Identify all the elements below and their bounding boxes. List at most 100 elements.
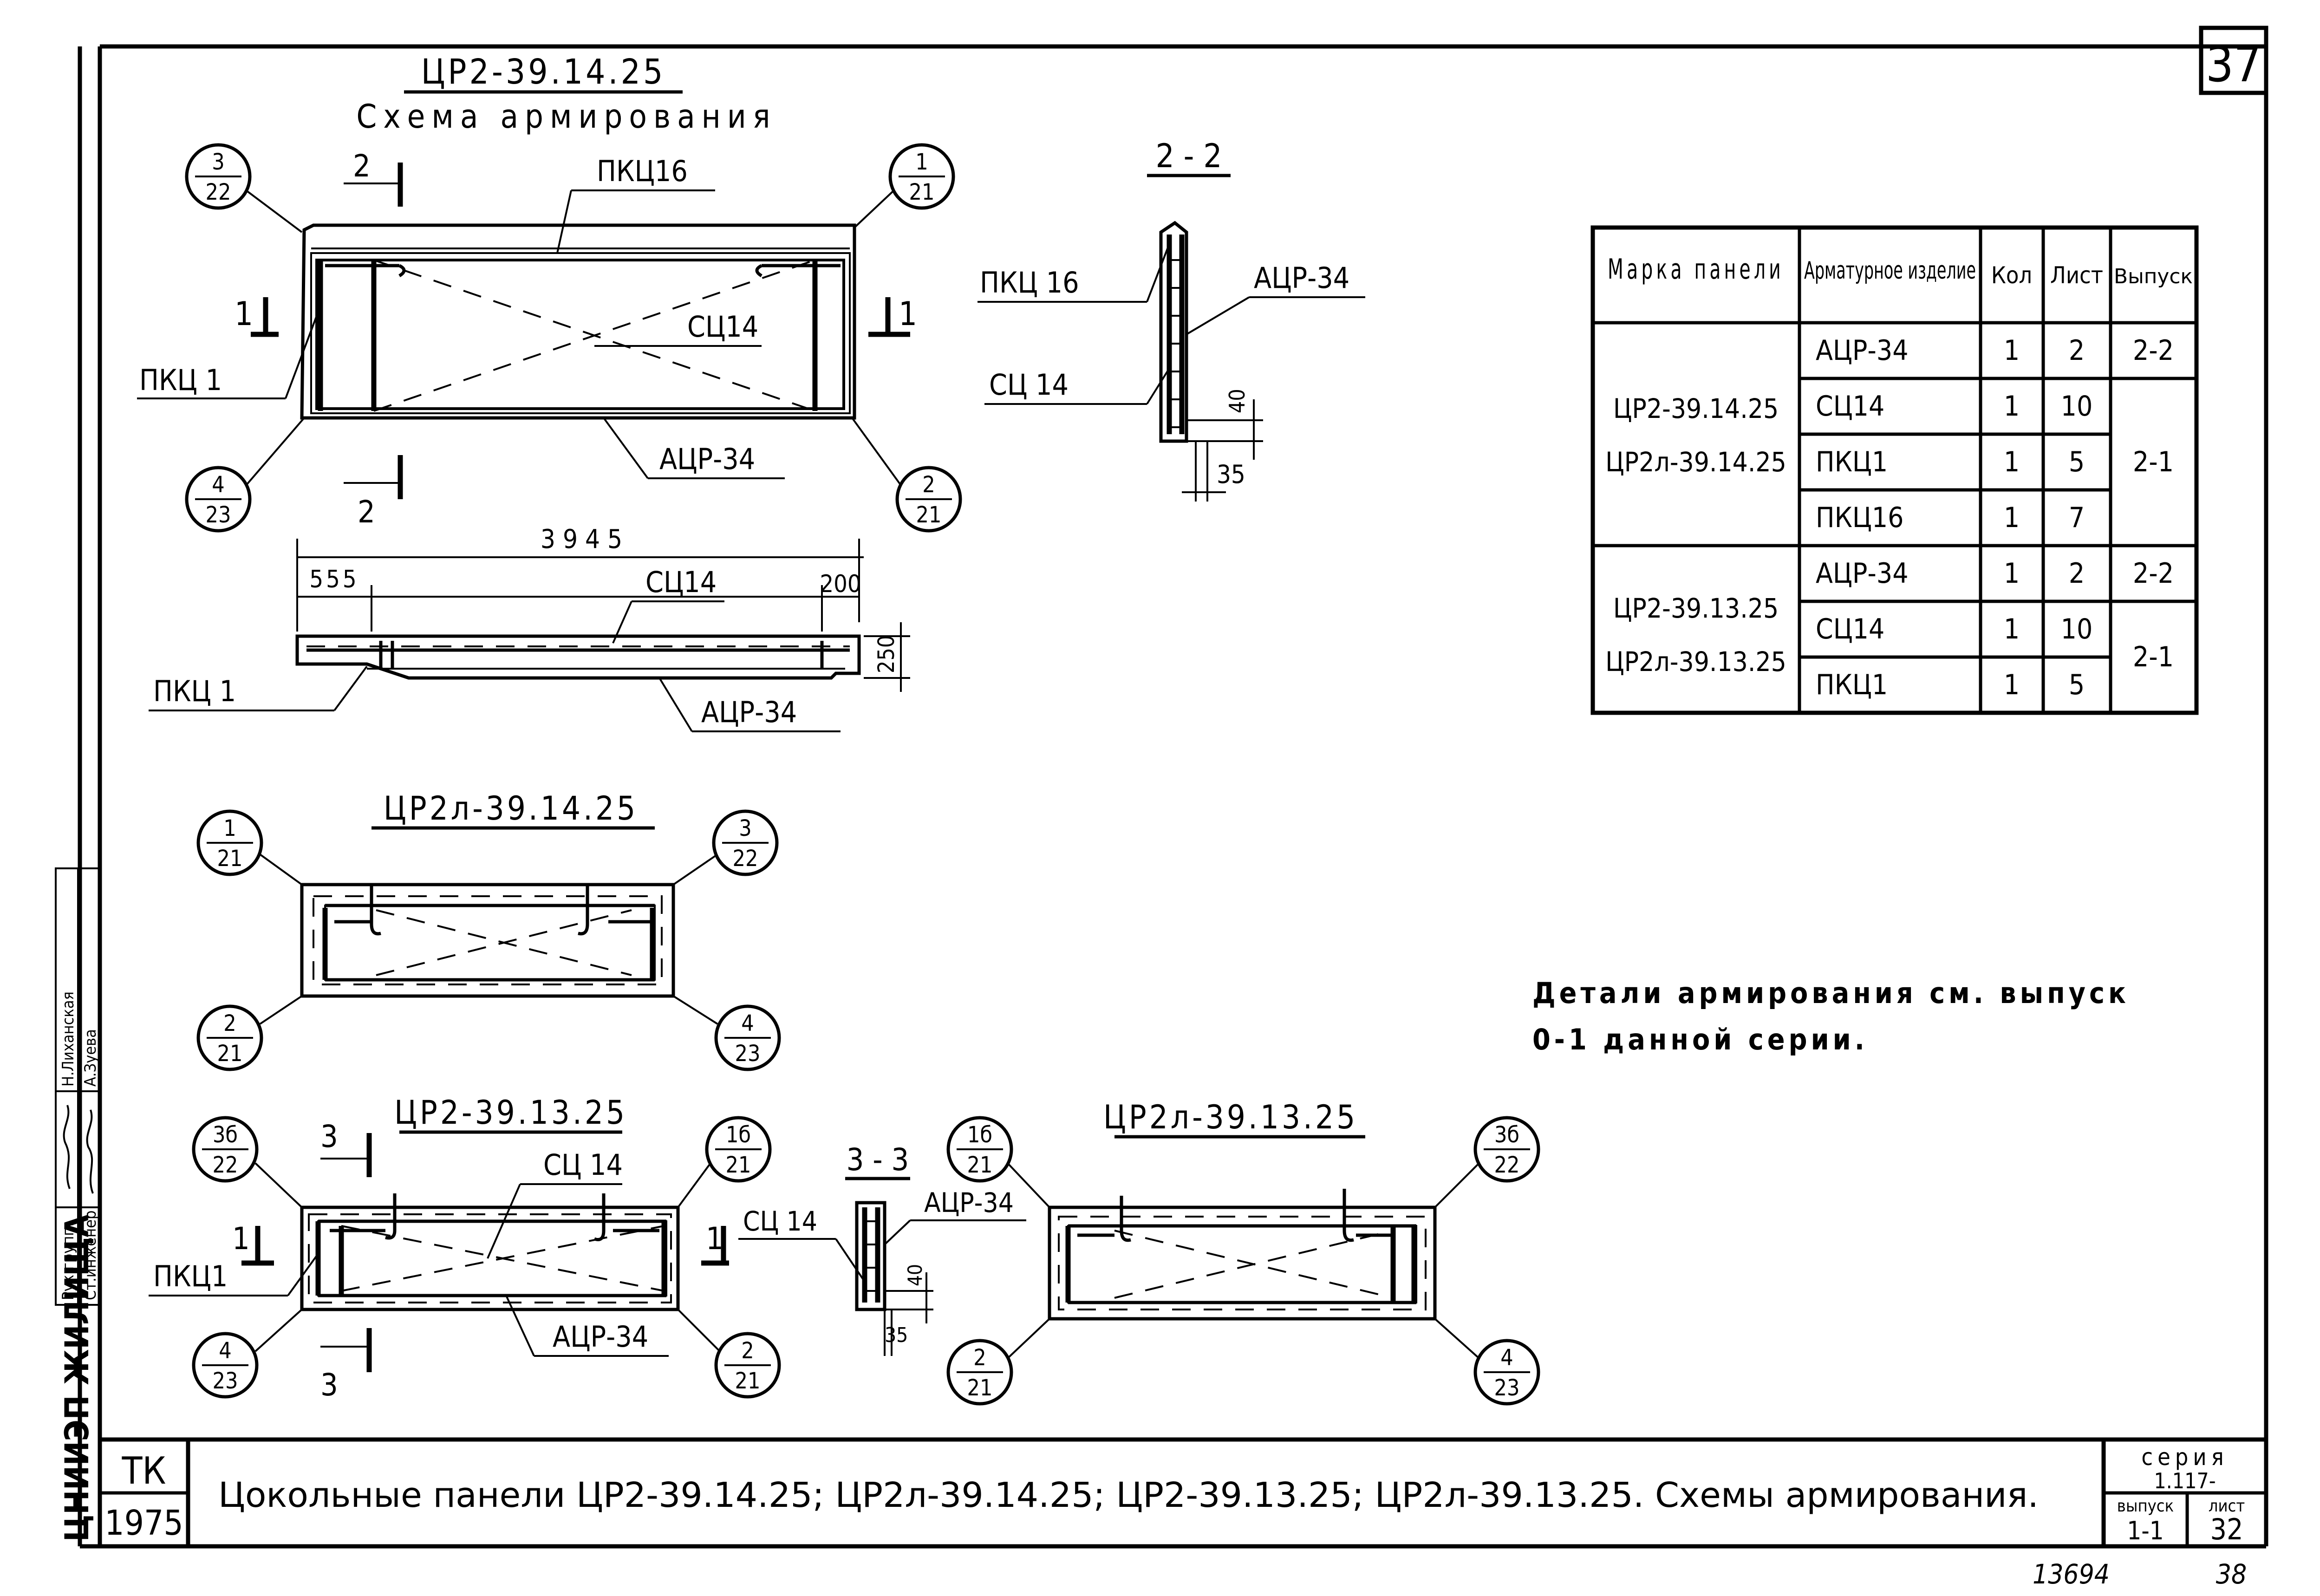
- specification-table: Марка панели Арматурное изделие Кол Лист…: [1590, 225, 2199, 715]
- view-4-title: ЦР2л-39.13.25: [1103, 1098, 1358, 1136]
- table-g1-r1-qty: 1: [2004, 334, 2020, 367]
- svg-text:21: 21: [967, 1375, 993, 1401]
- title-block-series-value: 1.117-: [2154, 1468, 2216, 1493]
- footer-number: 38: [2216, 1558, 2247, 1590]
- signature-1: [63, 1105, 71, 1189]
- view-4-callout-1b-21: 1б 21: [946, 1116, 1050, 1208]
- dim-left: 555: [309, 566, 359, 593]
- svg-text:2: 2: [922, 472, 935, 498]
- title-block: ТК 1975 Цокольные панели ЦР2-39.14.25; Ц…: [100, 1437, 2266, 1546]
- view-3-callout-1b-21: 1б 21: [677, 1116, 772, 1208]
- dim-right: 200: [820, 570, 861, 598]
- sheet-frame: 37: [78, 26, 2268, 1549]
- view-4-callout-4-23: 4 23: [1434, 1318, 1540, 1406]
- view-cr2l-39-13-25: ЦР2л-39.13.25 1б 21 3б 22: [946, 1098, 1540, 1406]
- view-3-callout-2-21: 2 21: [677, 1309, 781, 1399]
- title-block-sheet-value: 32: [2210, 1512, 2243, 1546]
- section-1-right: 1: [899, 295, 917, 333]
- elevation-acr34: АЦР-34: [701, 695, 797, 729]
- elevation-sc14: СЦ14: [645, 565, 717, 599]
- table-g2-r1-issue: 2-2: [2133, 557, 2174, 590]
- view-cr2l-39-14-25: ЦР2л-39.14.25 1 21 3 22: [196, 789, 781, 1071]
- section-2-2-dim-40: 40: [1225, 389, 1250, 413]
- main-label-pkc16: ПКЦ16: [597, 154, 688, 188]
- elevation-view: 3945 555 200 СЦ14 250 ПКЦ 1 АЦР-34: [149, 524, 910, 732]
- dim-height: 250: [873, 635, 899, 673]
- section-2-2-title: 2 - 2: [1156, 137, 1222, 175]
- main-label-sc14: СЦ14: [687, 310, 758, 344]
- view-3-callout-4-23: 4 23: [192, 1309, 303, 1399]
- side-stamp: Рук.групп. Ст.инженер Н.Лиханская А.Зуев…: [55, 867, 101, 1542]
- note-line-2: 0-1 данной серии.: [1532, 1023, 1868, 1056]
- view-3-acr34: АЦР-34: [553, 1320, 648, 1354]
- svg-text:3: 3: [739, 815, 751, 841]
- svg-text:2: 2: [973, 1345, 986, 1371]
- view-3-callout-3b-22: 3б 22: [192, 1116, 303, 1208]
- title-block-sheet-label: лист: [2209, 1497, 2245, 1516]
- section-2-bottom: 2: [358, 494, 375, 530]
- section-2-top: 2: [353, 148, 371, 184]
- table-g1-r2-item: СЦ14: [1816, 390, 1884, 423]
- view-3-title: ЦР2-39.13.25: [394, 1094, 627, 1132]
- section-2-2-pkc16: ПКЦ 16: [980, 266, 1079, 300]
- table-g1-r3-item: ПКЦ1: [1816, 446, 1888, 478]
- svg-text:1: 1: [223, 815, 236, 841]
- table-g1-issue-2-1: 2-1: [2133, 446, 2174, 478]
- svg-text:23: 23: [213, 1368, 238, 1394]
- stamp-name-1: Н.Лиханская: [59, 991, 78, 1087]
- section-3-3-acr34: АЦР-34: [924, 1187, 1014, 1218]
- svg-text:3б: 3б: [213, 1122, 238, 1148]
- title-block-year: 1975: [104, 1503, 183, 1543]
- title-block-series-label: серия: [2141, 1444, 2228, 1471]
- stamp-role-2: Ст.инженер: [81, 1211, 100, 1300]
- main-view: ЦР2-39.14.25 Схема армирования 1 1 2 2 П…: [137, 52, 962, 533]
- view-2-callout-1-21: 1 21: [196, 809, 303, 886]
- section-1-left: 1: [235, 295, 253, 333]
- main-label-pkc1: ПКЦ 1: [139, 363, 222, 397]
- view-3-section-1-left: 1: [232, 1221, 250, 1257]
- section-2-2-view: 2 - 2 ПКЦ 16 АЦР-34 СЦ 14 40 35: [978, 137, 1365, 502]
- svg-text:1б: 1б: [967, 1122, 992, 1148]
- view-2-title: ЦР2л-39.14.25: [384, 789, 638, 827]
- svg-text:22: 22: [206, 179, 231, 205]
- view-cr2-39-13-25: ЦР2-39.13.25 3 3 1 1 СЦ 14 ПКЦ1: [149, 1094, 781, 1403]
- svg-text:21: 21: [735, 1368, 761, 1394]
- callout-4-23: 4 23: [185, 417, 305, 533]
- view-3-section-3-top: 3: [320, 1119, 338, 1154]
- table-group1-mark1: ЦР2-39.14.25: [1613, 393, 1779, 424]
- svg-text:3: 3: [212, 149, 224, 175]
- view-3-section-1-right: 1: [706, 1221, 723, 1257]
- view-2-callout-3-22: 3 22: [672, 809, 779, 886]
- table-g2-r2-item: СЦ14: [1816, 613, 1884, 645]
- table-header-sheet: Лист: [2050, 262, 2103, 289]
- svg-text:23: 23: [206, 502, 231, 528]
- main-label-acr34: АЦР-34: [659, 442, 755, 476]
- section-2-2-sc14: СЦ 14: [989, 368, 1069, 402]
- section-2-2-dim-35: 35: [1217, 460, 1245, 489]
- table-group2-mark2: ЦР2л-39.13.25: [1605, 646, 1786, 677]
- table-header-qty: Кол: [1991, 262, 2032, 289]
- table-g1-r2-qty: 1: [2004, 390, 2020, 423]
- svg-text:3б: 3б: [1494, 1122, 1519, 1148]
- svg-text:21: 21: [916, 502, 942, 528]
- table-g1-r3-qty: 1: [2004, 446, 2020, 478]
- view-2-callout-4-23: 4 23: [672, 995, 781, 1071]
- callout-1-21: 1 21: [854, 143, 955, 228]
- table-g1-r2-sheet: 10: [2061, 390, 2093, 423]
- callout-2-21: 2 21: [851, 417, 962, 533]
- section-3-3-dim-35: 35: [885, 1323, 908, 1347]
- table-g1-r4-qty: 1: [2004, 502, 2020, 534]
- table-g1-r4-sheet: 7: [2069, 502, 2085, 534]
- svg-text:4: 4: [741, 1010, 754, 1036]
- signature-2: [86, 1109, 94, 1194]
- table-group2-mark1: ЦР2-39.13.25: [1613, 593, 1779, 624]
- main-view-subtitle: Схема армирования: [356, 98, 776, 136]
- table-g2-r1-qty: 1: [2004, 557, 2020, 590]
- table-g2-r3-item: ПКЦ1: [1816, 669, 1888, 701]
- table-g2-r2-sheet: 10: [2061, 613, 2093, 645]
- table-g1-r3-sheet: 5: [2069, 446, 2085, 478]
- title-block-issue-value: 1-1: [2127, 1516, 2164, 1545]
- stamp-name-2: А.Зуева: [81, 1029, 100, 1087]
- svg-text:1б: 1б: [726, 1122, 751, 1148]
